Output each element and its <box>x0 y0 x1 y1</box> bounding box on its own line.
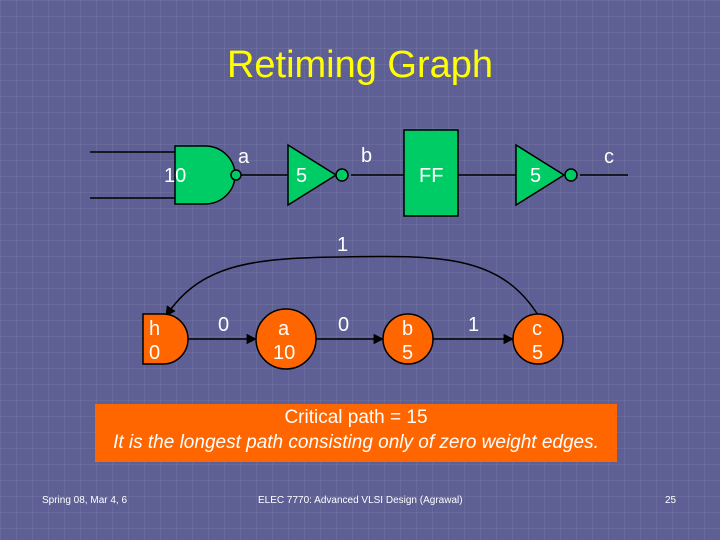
gate1-delay-label: 10 <box>164 165 187 187</box>
slide-title: Retiming Graph <box>226 44 494 86</box>
node-a-delay: 10 <box>273 342 296 364</box>
node-c-name: c <box>532 318 542 340</box>
edge-weight-c-to-h: 1 <box>337 234 349 256</box>
critical-path-note: Critical path = 15 It is the longest pat… <box>95 404 617 462</box>
inverter-2 <box>515 143 566 207</box>
edge-weight-b-to-c: 1 <box>468 314 480 336</box>
node-a <box>255 308 317 370</box>
edge-c-to-h <box>165 255 539 317</box>
node-b <box>382 313 434 365</box>
footer-date: Spring 08, Mar 4, 6 <box>42 495 128 506</box>
node-b-name: b <box>402 318 414 340</box>
flipflop-label: FF <box>419 165 444 187</box>
circuit-wires <box>90 151 628 199</box>
wire-c-label: c <box>604 146 614 168</box>
note-line-1: Critical path = 15 <box>284 407 428 428</box>
footer-course: ELEC 7770: Advanced VLSI Design (Agrawal… <box>258 495 463 506</box>
node-c-delay: 5 <box>532 342 544 364</box>
gate2-delay-label: 5 <box>296 165 308 187</box>
flipflop <box>403 129 459 217</box>
and-gate-output-dot <box>230 169 242 181</box>
node-h-name: h <box>149 318 161 340</box>
inverter-1-bubble <box>335 168 349 182</box>
edge-weight-h-to-a: 0 <box>218 314 230 336</box>
node-h-delay: 0 <box>149 342 161 364</box>
edge-weight-a-to-b: 0 <box>338 314 350 336</box>
node-a-name: a <box>278 318 290 340</box>
inverter-1 <box>287 143 338 207</box>
graph-edges <box>165 255 539 345</box>
node-b-delay: 5 <box>402 342 414 364</box>
wire-b-label: b <box>361 145 373 167</box>
graph-nodes <box>142 308 564 370</box>
note-line-2: It is the longest path consisting only o… <box>113 432 599 453</box>
inverter-2-bubble <box>564 168 578 182</box>
node-h <box>142 313 189 365</box>
wire-a-label: a <box>238 146 250 168</box>
gate3-delay-label: 5 <box>530 165 542 187</box>
slide-number: 25 <box>665 495 677 506</box>
node-c <box>512 313 564 365</box>
